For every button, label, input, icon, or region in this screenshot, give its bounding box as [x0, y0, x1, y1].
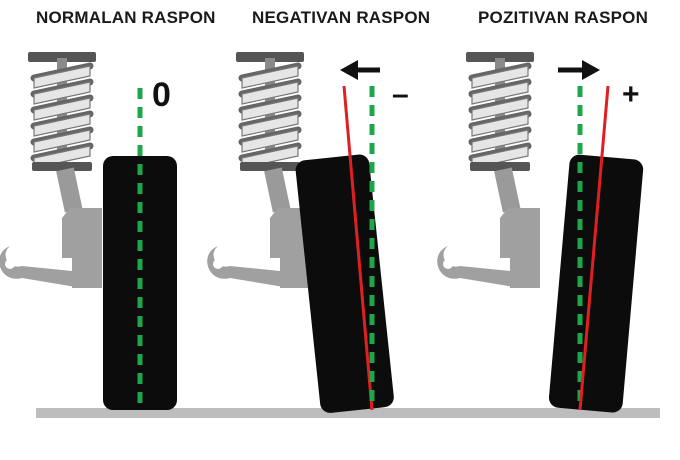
- panel-normal: [0, 52, 177, 410]
- sign-minus: –: [392, 78, 409, 111]
- tire-negative: [295, 154, 394, 413]
- camber-line-negative: [342, 85, 374, 411]
- arrow-left-icon: [340, 60, 380, 80]
- suspension-normal: [0, 52, 102, 288]
- tire-positive: [548, 154, 644, 413]
- panel-positive: [437, 52, 644, 413]
- ground: [36, 408, 660, 418]
- sign-plus: +: [622, 78, 640, 111]
- arrow-right-icon: [558, 60, 600, 80]
- camber-line-positive: [578, 85, 610, 411]
- title-negative-camber: NEGATIVAN RASPON: [252, 8, 431, 27]
- suspension-negative: [207, 52, 310, 288]
- title-normal-camber: NORMALAN RASPON: [36, 8, 216, 27]
- title-positive-camber: POZITIVAN RASPON: [478, 8, 649, 27]
- suspension-positive: [437, 52, 540, 288]
- panel-negative: [207, 52, 394, 413]
- sign-zero: 0: [152, 76, 171, 114]
